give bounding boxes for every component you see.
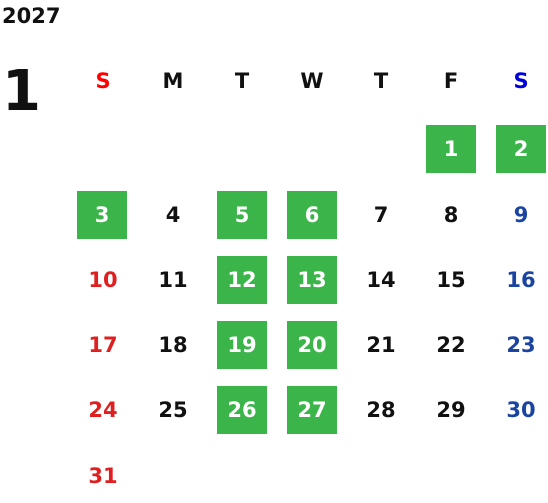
weekday-header-tue: T xyxy=(234,69,250,93)
day-cell[interactable]: 15 xyxy=(436,268,466,292)
day-cell[interactable]: 14 xyxy=(366,268,396,292)
day-cell[interactable]: 9 xyxy=(513,203,529,227)
weekday-header-thu: T xyxy=(373,69,389,93)
day-cell[interactable]: 11 xyxy=(158,268,188,292)
day-cell[interactable]: 13 xyxy=(287,256,337,304)
day-cell[interactable]: 7 xyxy=(373,203,389,227)
day-cell[interactable]: 20 xyxy=(287,321,337,369)
day-cell[interactable]: 18 xyxy=(158,333,188,357)
weekday-header-sun: S xyxy=(95,69,111,93)
calendar-month: 1 xyxy=(2,59,41,124)
day-cell[interactable]: 1 xyxy=(426,125,476,173)
day-cell[interactable]: 22 xyxy=(436,333,466,357)
day-cell[interactable]: 3 xyxy=(77,191,127,239)
weekday-header-mon: M xyxy=(162,69,184,93)
day-cell[interactable]: 21 xyxy=(366,333,396,357)
day-cell[interactable]: 29 xyxy=(436,398,466,422)
day-cell[interactable]: 25 xyxy=(158,398,188,422)
day-cell[interactable]: 28 xyxy=(366,398,396,422)
day-cell[interactable]: 12 xyxy=(217,256,267,304)
weekday-header-wed: W xyxy=(300,69,324,93)
day-cell[interactable]: 6 xyxy=(287,191,337,239)
day-cell[interactable]: 26 xyxy=(217,386,267,434)
day-cell[interactable]: 24 xyxy=(88,398,118,422)
weekday-header-fri: F xyxy=(443,69,459,93)
day-cell[interactable]: 10 xyxy=(88,268,118,292)
day-cell[interactable]: 31 xyxy=(88,464,118,488)
calendar-year: 2027 xyxy=(2,4,61,28)
weekday-header-sat: S xyxy=(513,69,529,93)
day-cell[interactable]: 16 xyxy=(506,268,536,292)
day-cell[interactable]: 19 xyxy=(217,321,267,369)
day-cell[interactable]: 27 xyxy=(287,386,337,434)
day-cell[interactable]: 30 xyxy=(506,398,536,422)
day-cell[interactable]: 2 xyxy=(496,125,546,173)
day-cell[interactable]: 4 xyxy=(165,203,181,227)
day-cell[interactable]: 17 xyxy=(88,333,118,357)
day-cell[interactable]: 5 xyxy=(217,191,267,239)
day-cell[interactable]: 8 xyxy=(443,203,459,227)
day-cell[interactable]: 23 xyxy=(506,333,536,357)
